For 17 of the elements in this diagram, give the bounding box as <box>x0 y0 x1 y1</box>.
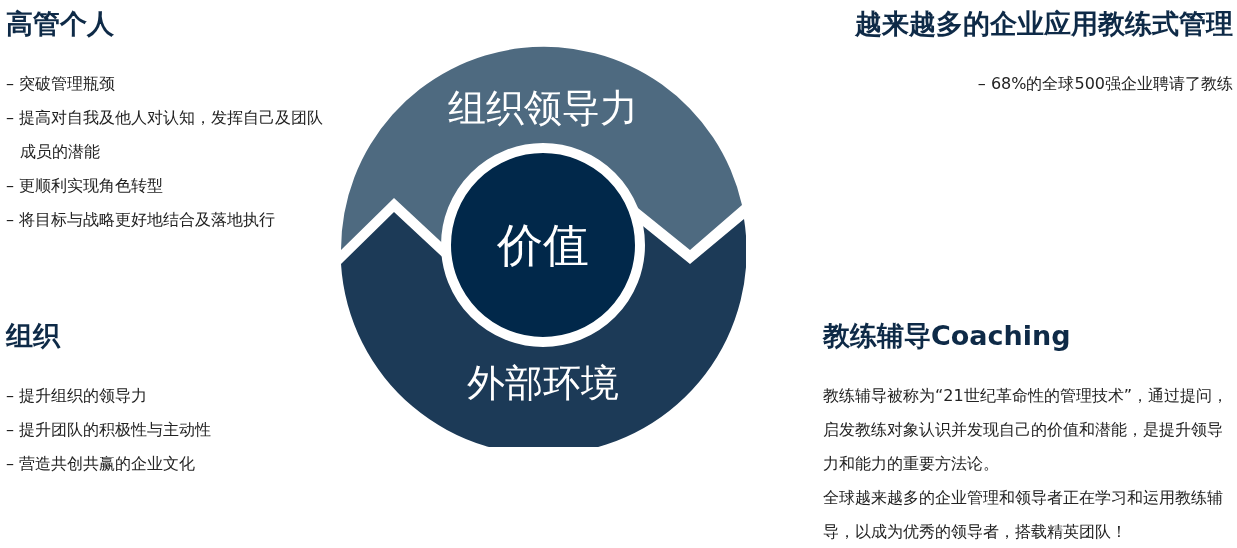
bullet-item: – 提升团队的积极性与主动性 <box>6 418 213 441</box>
segment-label: 组织领导力 <box>448 86 638 130</box>
paragraph: 全球越来越多的企业管理和领导者正在学习和运用教练辅导，以成为优秀的领导者，搭载精英团队！ <box>823 486 1224 543</box>
section-heading: 教练辅导Coaching <box>823 319 1072 353</box>
bullet-item: – 将目标与战略更好地结合及落地执行 <box>6 208 277 231</box>
section-heading: 高管个人 <box>6 7 115 41</box>
bullet-item: – 68%的全球500强企业聘请了教练 <box>976 72 1233 95</box>
section-heading: 组织 <box>6 319 62 353</box>
paragraph: 教练辅导被称为“21世纪革命性的管理技术”，通过提问，启发教练对象认识并发现自己的价值和潜能，是提升领导力和能力的重要方法论。 <box>823 384 1229 475</box>
section-heading: 越来越多的企业应用教练式管理 <box>854 7 1233 41</box>
bullet-item: – 提高对自我及他人对认知，发挥自己及团队成员的潜能 <box>6 106 325 163</box>
bullet-item: – 提升组织的领导力 <box>6 384 149 407</box>
bullet-item: – 突破管理瓶颈 <box>6 72 117 95</box>
bullet-item: – 营造共创共赢的企业文化 <box>6 452 197 475</box>
segment-label: 外部环境 <box>467 361 619 405</box>
bullet-item: – 更顺利实现角色转型 <box>6 174 165 197</box>
center-label: 价值 <box>497 216 589 274</box>
